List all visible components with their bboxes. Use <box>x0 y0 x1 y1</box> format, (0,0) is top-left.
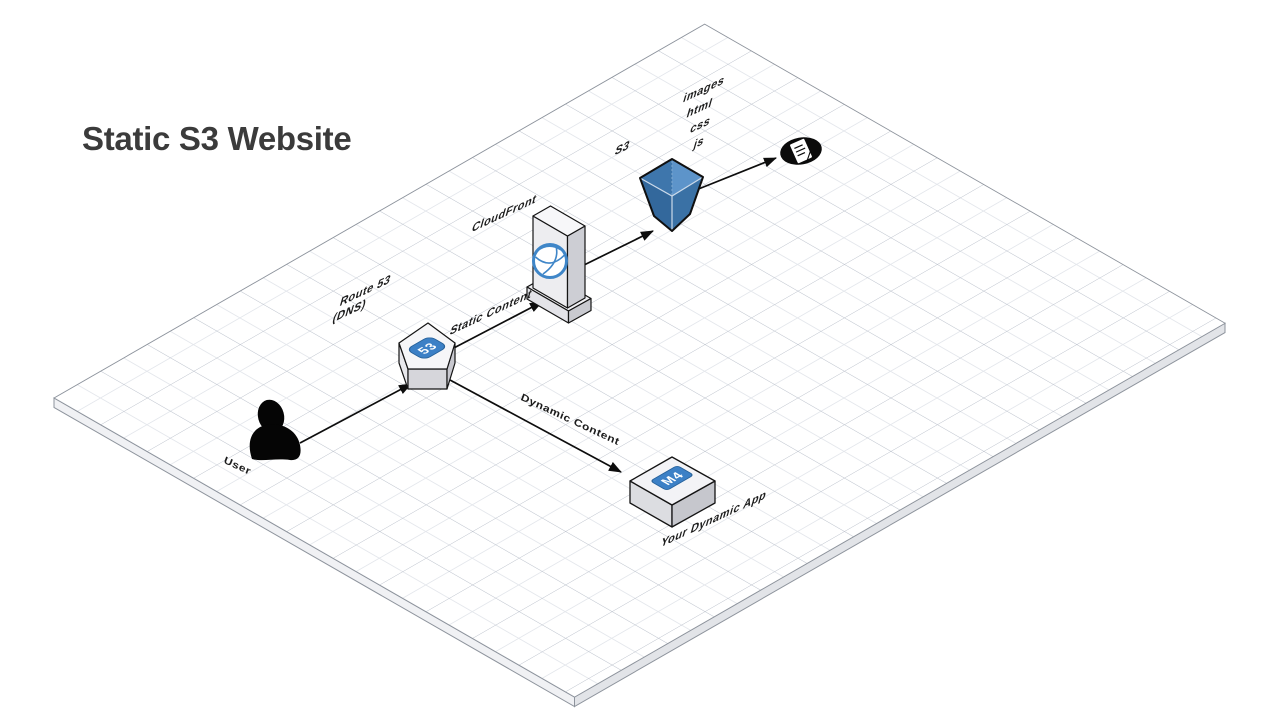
arrow-route53-to-cloudfront <box>449 301 543 351</box>
s3-bucket-icon <box>639 158 704 232</box>
edges <box>299 157 777 473</box>
arrow-s3-to-files <box>695 157 777 191</box>
arrow-route53-to-dynamic-app <box>449 379 622 473</box>
arrow-cloudfront-to-s3 <box>577 230 654 269</box>
cloudfront-globe-icon <box>532 243 568 279</box>
floor-board <box>53 23 1226 708</box>
files-icon <box>780 137 822 165</box>
user-icon <box>249 399 301 461</box>
isometric-grid <box>53 23 1226 698</box>
cloudfront-icon <box>526 205 592 324</box>
page-title: Static S3 Website <box>82 120 352 157</box>
arrow-user-to-route53 <box>299 383 412 444</box>
